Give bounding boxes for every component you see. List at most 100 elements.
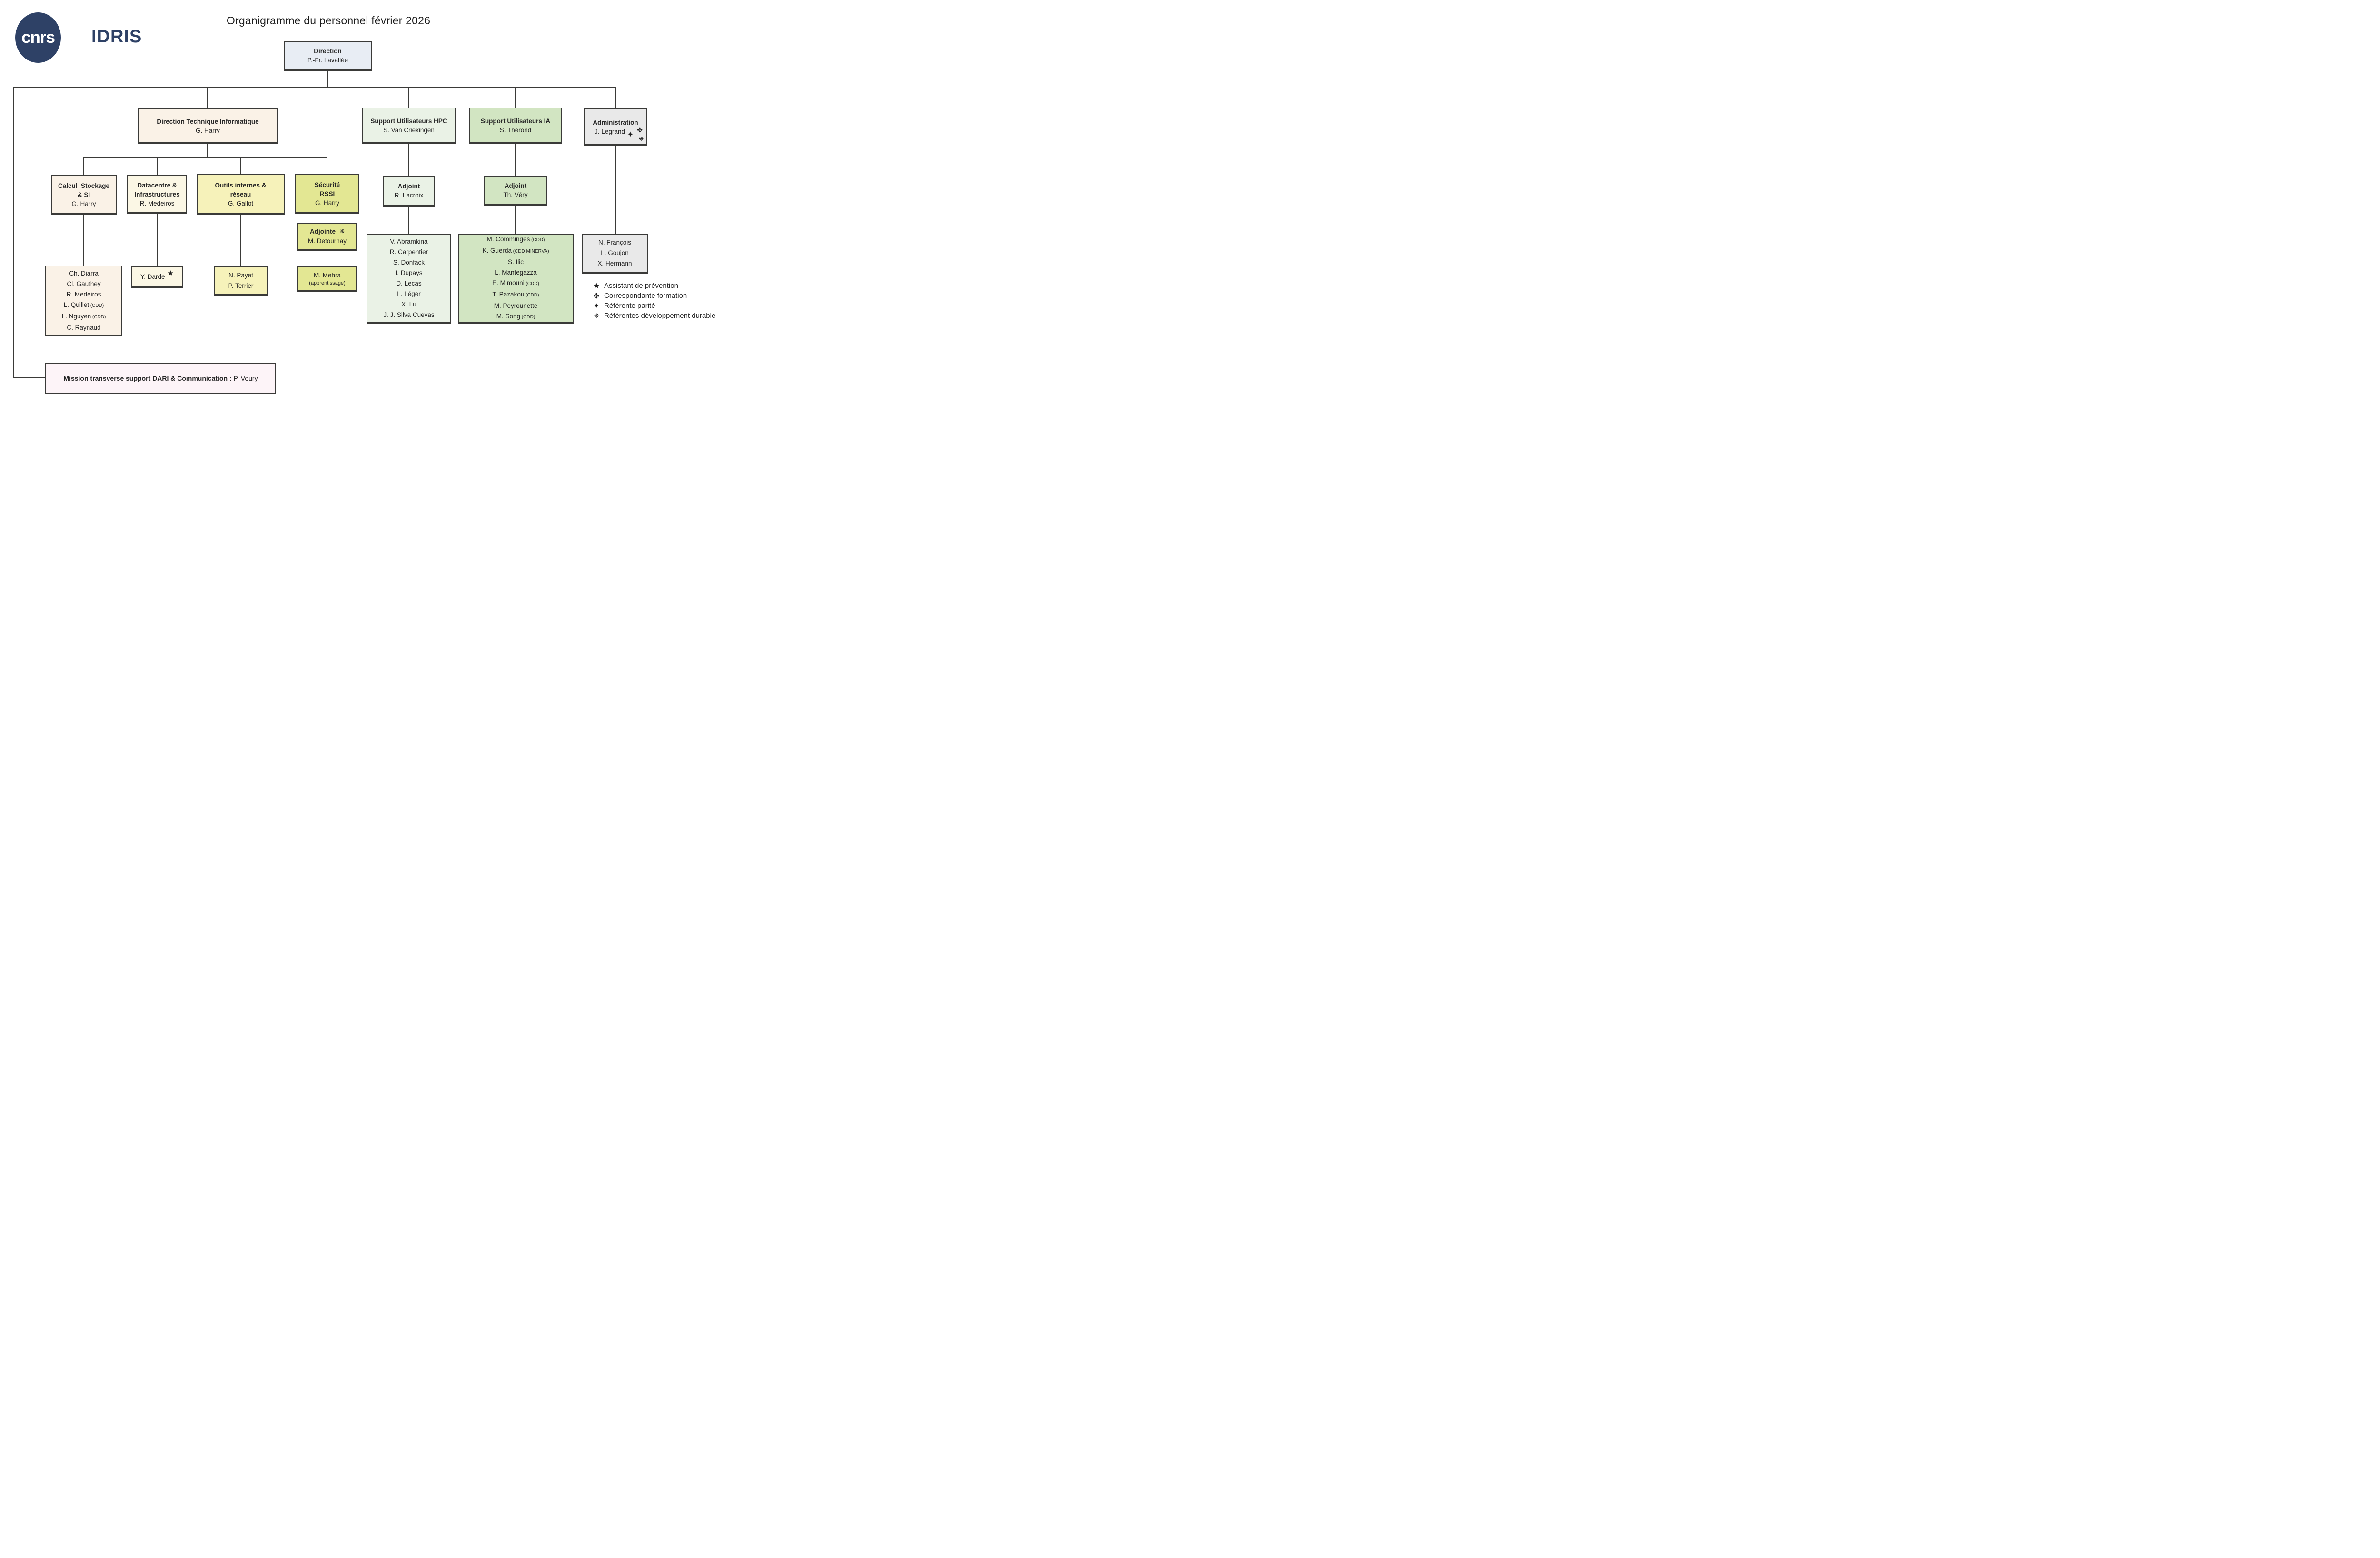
connector <box>83 157 84 175</box>
datacentre-title-line1: Datacentre & <box>137 181 177 189</box>
connector <box>408 206 409 234</box>
adjoint-ia-title: Adjoint <box>504 182 527 189</box>
member: Cl. Gauthey <box>67 280 101 287</box>
member: N. Payet <box>228 272 253 279</box>
connector <box>207 87 208 108</box>
member: L. Mantegazza <box>495 269 537 276</box>
securite-title-line1: Sécurité <box>314 181 340 188</box>
flower-icon: ❋ <box>638 136 644 142</box>
adjointe-box: Adjointe❋ M. Detournay <box>298 223 357 250</box>
outils-internes-box: Outils internes & réseau G. Gallot <box>197 174 285 214</box>
connector <box>83 214 84 266</box>
dti-title: Direction Technique Informatique <box>157 118 259 125</box>
flower-icon: ❋ <box>339 228 345 235</box>
member: M. Song (CDD) <box>496 313 536 320</box>
legend-row: ✦ Référente parité <box>592 301 715 311</box>
mission-name: P. Voury <box>233 374 258 382</box>
legend-label: Référentes développement durable <box>604 312 716 320</box>
star-icon: ★ <box>167 269 174 277</box>
legend: ★ Assistant de prévention ✤ Correspondan… <box>592 281 715 321</box>
administration-title: Administration <box>593 118 638 126</box>
member: X. Lu <box>401 301 416 308</box>
member: C. Raynaud <box>67 324 101 331</box>
member: S. Donfack <box>393 259 425 266</box>
member: R. Medeiros <box>66 290 101 298</box>
member: L. Léger <box>397 290 421 297</box>
calcul-name: G. Harry <box>71 200 96 207</box>
darde-box: Y. Darde★ <box>131 266 183 287</box>
calcul-stockage-box: Calcul Stockage & SI G. Harry <box>51 175 117 214</box>
outils-title-line2: réseau <box>230 190 251 198</box>
cnrs-logo-text: cnrs <box>21 28 55 47</box>
darde-name: Y. Darde <box>140 273 165 280</box>
member: X. Hermann <box>597 260 632 267</box>
connector <box>13 87 616 88</box>
mehra-name: M. Mehra <box>313 272 341 279</box>
mehra-note: (apprentissage) <box>309 280 346 286</box>
cnrs-logo: cnrs <box>15 12 61 63</box>
calcul-title-line2: & SI <box>77 191 90 198</box>
member: K. Guerda (CDD MINERVA) <box>482 247 549 254</box>
member: M. Peyrounette <box>494 302 538 309</box>
adjoint-hpc-box: Adjoint R. Lacroix <box>383 176 435 206</box>
four-pointed-star-icon: ✦ <box>627 131 634 139</box>
support-ia-box: Support Utilisateurs IA S. Thérond <box>469 108 562 143</box>
mission-label: Mission transverse support DARI & Commun… <box>63 374 232 382</box>
administration-name: J. Legrand <box>595 128 625 135</box>
member: V. Abramkina <box>390 238 428 245</box>
member: T. Pazakou (CDD) <box>492 291 539 298</box>
member: I. Dupays <box>395 269 423 276</box>
outils-name: G. Gallot <box>228 199 254 207</box>
ia-team-box: M. Comminges (CDD) K. Guerda (CDD MINERVA… <box>458 234 574 323</box>
direction-name: P.-Fr. Lavallée <box>307 57 348 64</box>
star-icon: ★ <box>593 281 600 290</box>
connector <box>240 214 241 266</box>
legend-row: ★ Assistant de prévention <box>592 281 715 291</box>
dti-name: G. Harry <box>195 127 220 134</box>
calcul-title-line1: Calcul Stockage <box>58 182 110 189</box>
legend-label: Assistant de prévention <box>604 282 678 290</box>
legend-label: Référente parité <box>604 302 655 310</box>
idris-logo: IDRIS <box>91 27 142 47</box>
member: E. Mimouni (CDD) <box>492 279 539 286</box>
datacentre-title-line2: Infrastructures <box>134 190 180 198</box>
page-title: Organigramme du personnel février 2026 <box>226 14 431 27</box>
datacentre-box: Datacentre & Infrastructures R. Medeiros <box>127 175 187 213</box>
member: Ch. Diarra <box>69 269 99 277</box>
member: J. J. Silva Cuevas <box>383 311 435 318</box>
clover-icon: ✤ <box>593 292 600 300</box>
adjointe-name: M. Detournay <box>307 237 347 245</box>
securite-rssi-box: Sécurité RSSI G. Harry <box>295 174 359 213</box>
connector <box>615 145 616 234</box>
adjoint-ia-box: Adjoint Th. Véry <box>484 176 547 205</box>
org-chart: cnrs IDRIS Organigramme du personnel fév… <box>0 0 733 399</box>
connector <box>515 143 516 176</box>
adjoint-hpc-name: R. Lacroix <box>394 192 424 199</box>
clover-icon: ✤ <box>637 126 643 134</box>
legend-row: ✤ Correspondante formation <box>592 291 715 301</box>
mission-box: Mission transverse support DARI & Commun… <box>45 363 276 394</box>
legend-label: Correspondante formation <box>604 292 687 300</box>
member: L. Quillet (CDD) <box>63 301 104 308</box>
flower-icon: ❋ <box>594 312 599 319</box>
support-ia-name: S. Thérond <box>499 126 532 134</box>
connector <box>83 157 327 158</box>
connector <box>207 143 208 157</box>
four-pointed-star-icon: ✦ <box>593 302 600 310</box>
securite-title-line2: RSSI <box>319 190 335 197</box>
adjointe-title: Adjointe <box>309 228 336 235</box>
member: M. Comminges (CDD) <box>486 236 545 243</box>
direction-box: Direction P.-Fr. Lavallée <box>284 41 372 70</box>
outils-title-line1: Outils internes & <box>215 181 267 189</box>
adjoint-hpc-title: Adjoint <box>397 183 420 190</box>
legend-row: ❋ Référentes développement durable <box>592 311 716 321</box>
direction-title: Direction <box>314 48 342 55</box>
member: P. Terrier <box>228 282 254 289</box>
administration-box: Administration J. Legrand ✤ ✦ ❋ <box>584 108 647 145</box>
member: L. Goujon <box>601 249 629 256</box>
connector <box>157 157 158 175</box>
adjoint-ia-name: Th. Véry <box>503 191 528 198</box>
support-hpc-title: Support Utilisateurs HPC <box>370 117 447 125</box>
